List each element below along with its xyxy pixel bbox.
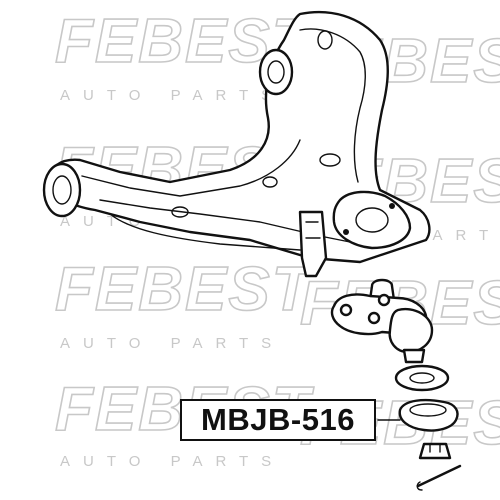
rear-bushing-inner bbox=[267, 60, 285, 84]
front-bushing-inner bbox=[52, 175, 72, 205]
arm-contour bbox=[109, 213, 301, 251]
rear-bushing bbox=[258, 48, 294, 96]
front-bushing bbox=[42, 162, 82, 218]
flange-bolt-hole bbox=[339, 303, 353, 317]
arm-hole bbox=[319, 153, 341, 167]
watermark-tagline: AUTO PARTS bbox=[60, 87, 284, 104]
control-arm-body bbox=[48, 10, 431, 264]
bracket-detail bbox=[305, 221, 321, 239]
flange-bolt-hole bbox=[367, 311, 381, 325]
dust-boot-rim bbox=[409, 403, 447, 417]
ball-joint-housing bbox=[388, 307, 434, 354]
washer-inner bbox=[409, 372, 435, 384]
ball-joint-drawing bbox=[330, 278, 462, 491]
mount-rivet bbox=[343, 229, 349, 235]
castle-nut-slots bbox=[429, 443, 441, 453]
arm-hole bbox=[317, 30, 333, 50]
flange-bolt-hole bbox=[377, 293, 391, 307]
arm-contour bbox=[299, 28, 366, 183]
watermark-brand: FEBEST bbox=[55, 255, 315, 324]
cotter-pin-head bbox=[416, 481, 423, 491]
castle-nut bbox=[418, 442, 452, 460]
mount-hole bbox=[355, 207, 389, 233]
arm-contour bbox=[99, 199, 361, 245]
watermark-tagline: AUTO PARTS bbox=[60, 453, 284, 470]
watermark-tagline: AUTO PARTS bbox=[60, 335, 284, 352]
control-arm-drawing bbox=[42, 10, 431, 278]
arm-contour bbox=[81, 139, 301, 197]
arm-hole bbox=[262, 176, 278, 188]
arm-hole bbox=[171, 206, 189, 218]
part-number-label: MBJB-516 bbox=[180, 399, 376, 441]
part-number-text: MBJB-516 bbox=[201, 402, 355, 437]
mount-rivet bbox=[389, 203, 395, 209]
ball-joint-washer bbox=[394, 364, 450, 392]
ball-joint-shank bbox=[402, 348, 426, 364]
cotter-pin bbox=[416, 464, 462, 488]
arm-bracket bbox=[298, 210, 328, 278]
